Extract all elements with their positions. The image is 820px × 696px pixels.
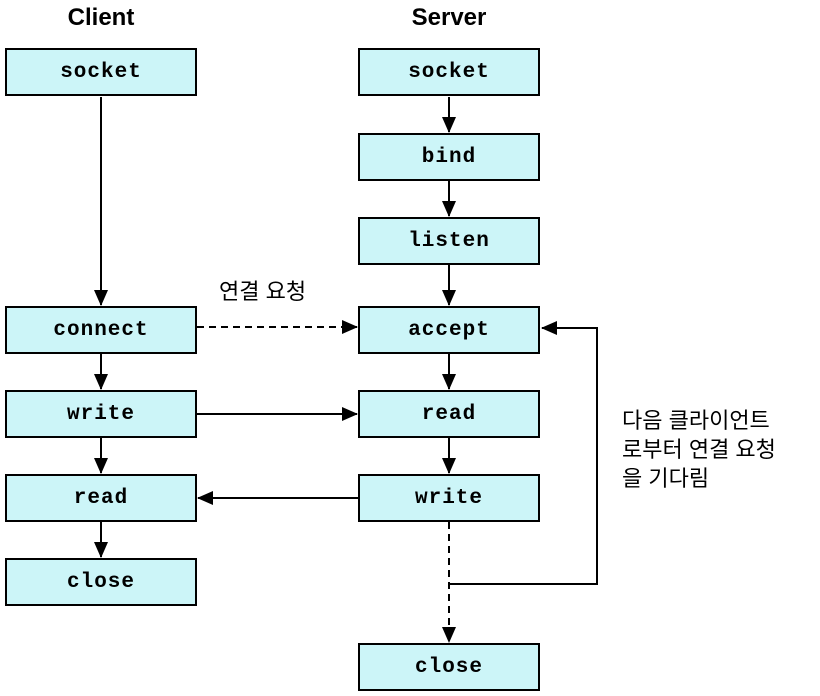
server-write-box: write [358, 474, 540, 522]
server-close-box: close [358, 643, 540, 691]
client-column-title: Client [67, 4, 135, 31]
connection-request-label: 연결 요청 [219, 279, 307, 304]
server-column-title: Server [411, 4, 487, 31]
server-accept-box: accept [358, 306, 540, 354]
wait-note-line-3: 을 기다림 [622, 466, 710, 491]
server-bind-box: bind [358, 133, 540, 181]
wait-note-line-1: 다음 클라이언트 [622, 408, 770, 433]
client-read-box: read [5, 474, 197, 522]
client-socket-box: socket [5, 48, 197, 96]
server-socket-box: socket [358, 48, 540, 96]
client-write-box: write [5, 390, 197, 438]
server-read-box: read [358, 390, 540, 438]
client-close-box: close [5, 558, 197, 606]
server-listen-box: listen [358, 217, 540, 265]
loop-line-write-back-to-accept [450, 321, 598, 585]
wait-note-line-2: 로부터 연결 요청 [622, 437, 776, 462]
wait-for-next-client-note: 다음 클라이언트 로부터 연결 요청 을 기다림 [622, 406, 776, 493]
client-connect-box: connect [5, 306, 197, 354]
